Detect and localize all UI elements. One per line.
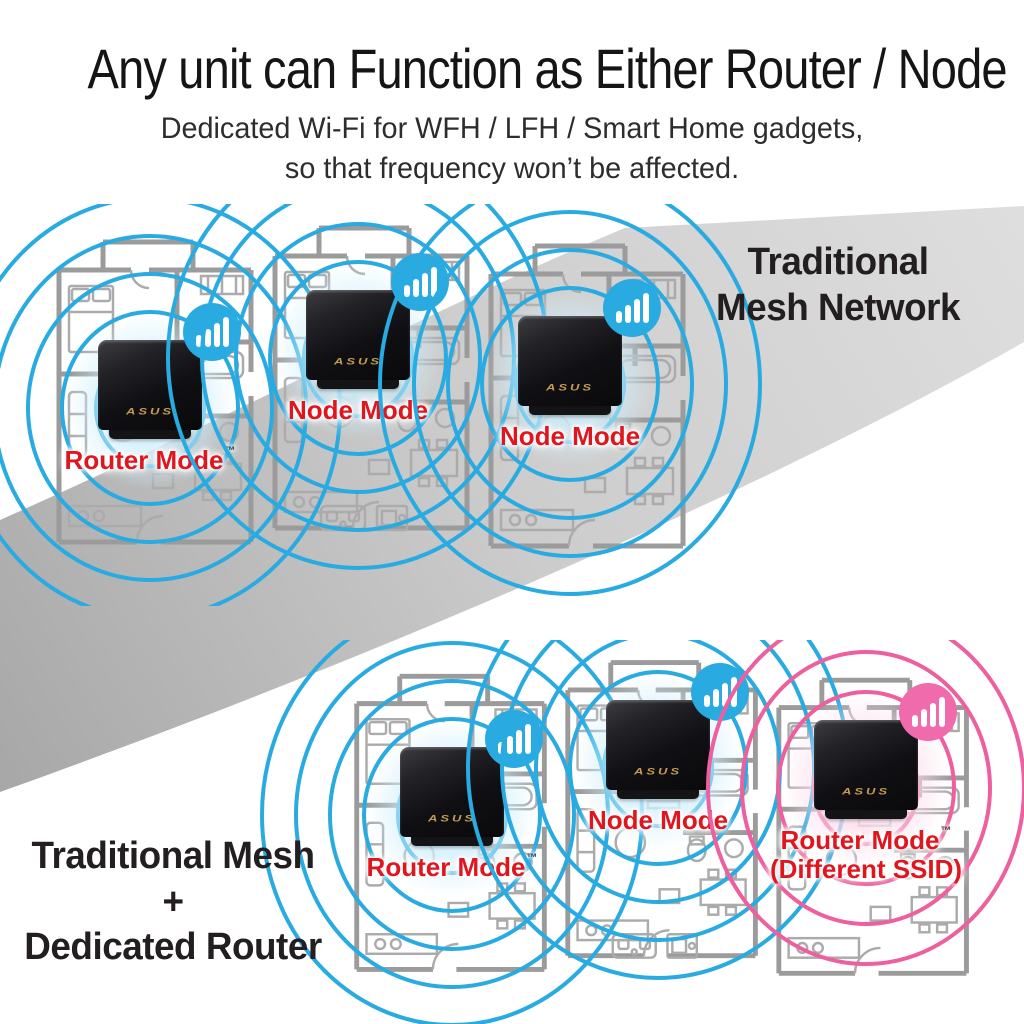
subtitle-line-2: so that frequency won’t be affected. <box>284 151 740 185</box>
heading-line: Traditional Mesh <box>31 835 315 877</box>
asus-logo: ASUS <box>427 813 477 824</box>
heading-line: Dedicated Router <box>24 926 322 969</box>
asus-logo: ASUS <box>545 382 595 393</box>
heading-mesh-plus-dedicated-router: Traditional Mesh + Dedicated Router <box>12 834 334 971</box>
mode-label: Router Mode™ (Different SSID) <box>769 825 963 885</box>
asus-logo: ASUS <box>125 406 175 417</box>
router-device: ASUS <box>400 747 504 837</box>
router-base <box>109 430 191 439</box>
signal-badge <box>391 253 449 311</box>
router-device: ASUS <box>98 340 202 430</box>
page-title: Any unit can Function as Either Router /… <box>87 37 1008 100</box>
signal-badge <box>485 710 543 768</box>
heading-traditional-mesh-network: Traditional Mesh Network <box>688 240 988 331</box>
subtitle-line-1: Dedicated Wi-Fi for WFH / LFH / Smart Ho… <box>160 112 864 145</box>
heading-line: Mesh Network <box>715 286 961 329</box>
router-device: ASUS <box>518 316 622 406</box>
asus-logo: ASUS <box>633 766 683 777</box>
header: Any unit can Function as Either Router /… <box>0 36 1024 188</box>
diagram-traditional-mesh-network: ASUS Router Mode™ ASUS Node Mode <box>0 204 1024 606</box>
heading-line: + <box>162 880 184 923</box>
mode-label: Node Mode <box>499 421 641 451</box>
trademark-symbol: ™ <box>940 825 952 837</box>
signal-badge <box>603 279 661 337</box>
router-base <box>529 406 611 415</box>
diagram-mesh-plus-dedicated-router: ASUS Router Mode™ ASUS Node Mode <box>0 640 1024 1024</box>
trademark-symbol: ™ <box>224 445 236 457</box>
asus-logo: ASUS <box>333 356 383 367</box>
signal-bars-icon <box>911 697 945 727</box>
signal-badge <box>899 683 957 741</box>
asus-logo: ASUS <box>841 786 891 797</box>
mode-label-line2: (Different SSID) <box>769 854 963 885</box>
heading-line: Traditional <box>747 241 929 283</box>
page-subtitle: Dedicated Wi-Fi for WFH / LFH / Smart Ho… <box>0 109 1024 188</box>
trademark-symbol: ™ <box>526 852 538 864</box>
router-base <box>825 810 907 819</box>
signal-bars-icon <box>615 293 649 323</box>
router-device: ASUS <box>814 720 918 810</box>
signal-badge <box>183 303 241 361</box>
router-base <box>411 837 493 846</box>
mode-label: Router Mode™ <box>366 852 538 882</box>
signal-badge <box>691 663 749 721</box>
router-base <box>617 790 699 799</box>
mode-label: Node Mode <box>587 805 729 835</box>
router-base <box>317 380 399 389</box>
router-device: ASUS <box>606 700 710 790</box>
mode-label: Node Mode <box>287 395 429 425</box>
